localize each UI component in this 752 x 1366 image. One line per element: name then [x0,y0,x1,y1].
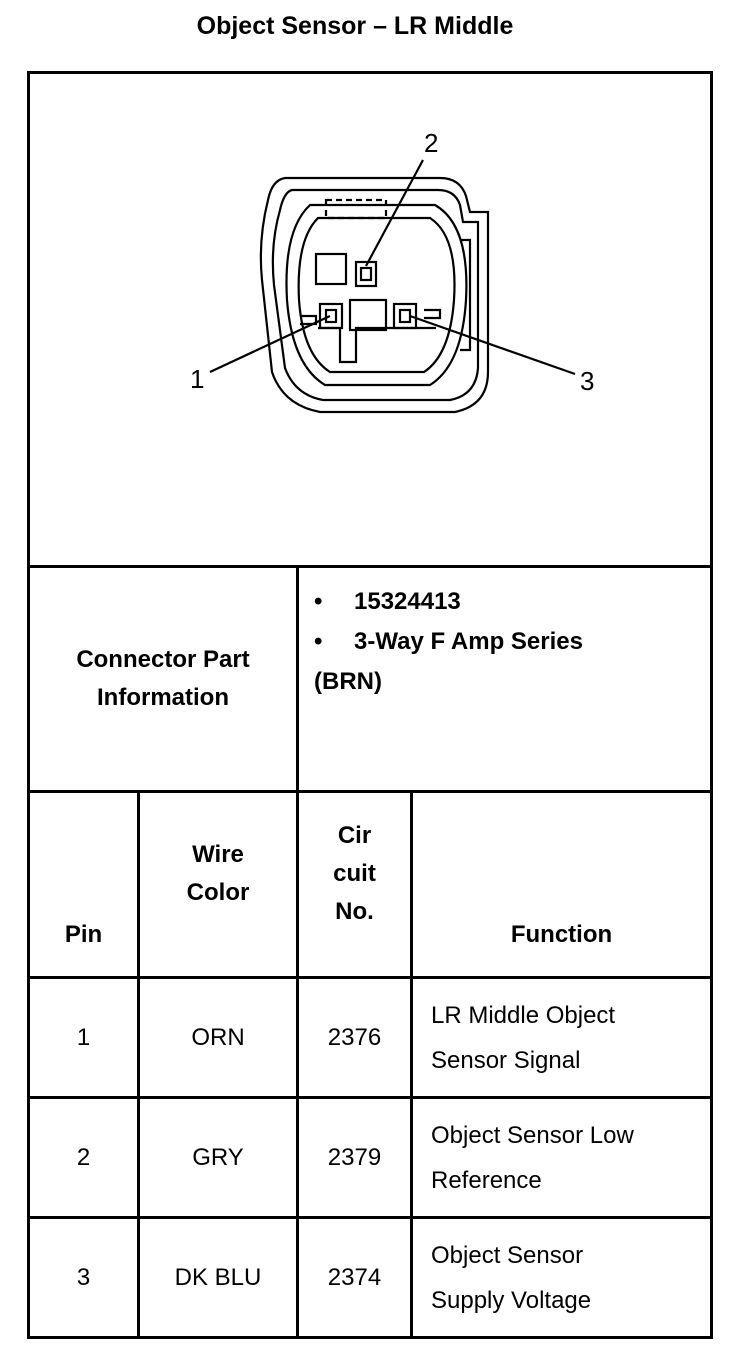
pin-1-cavity [318,302,344,330]
row-3-wire-color: DK BLU [174,1263,262,1291]
pin-2-cavity [354,260,378,288]
leader-line-2 [365,159,424,267]
row-1-circuit: 2376 [327,1023,382,1051]
connector-side-rib-right [424,308,442,320]
row-1-pin: 1 [76,1023,91,1051]
header-circuit-no: Cir cuit No. [299,793,410,976]
right-border [710,71,713,1339]
connector-top-latch [324,198,388,220]
leader-line-3 [409,314,576,376]
row-2-function-line-2: Reference [431,1166,542,1194]
header-wire-color: Wire Color [140,793,296,976]
pin-3-terminal [398,308,412,324]
divider-diagram [27,565,713,568]
row-1-function-line-1: LR Middle Object [431,1001,616,1029]
header-circuit-line-2: cuit [333,859,376,887]
pin-label-3: 3 [580,366,595,396]
divider-header [27,976,713,979]
row-1-wire-color: ORN [191,1023,245,1051]
connector-outer-shell [259,176,490,414]
part-number: 15324413 [354,588,461,615]
divider-col-circuit [410,790,413,1339]
series-item: • 3-Way F Amp Series [314,622,710,662]
bullet: • [314,588,323,615]
row-2-circuit: 2379 [327,1143,382,1171]
connector-inner-shell [271,188,480,402]
divider-row-1 [27,1096,713,1099]
divider-col-wire [296,790,299,1339]
row-3-function-line-2: Supply Voltage [431,1286,592,1314]
connector-housing-1 [285,203,468,387]
header-pin: Pin [64,921,103,948]
keyway-slot [314,252,348,286]
row-2-pin: 2 [76,1143,91,1171]
row-3-pin: 3 [76,1263,91,1291]
header-wire-color-line-2: Color [186,878,250,906]
part-number-item: • 15324413 [314,582,710,622]
connector-info-label-line-1: Connector Part [76,646,250,673]
divider-info-col [296,565,299,793]
center-key [348,298,388,332]
connector-info-label-line-2: Information [97,684,229,711]
row-3-circuit: 2374 [327,1263,382,1291]
header-circuit-line-3: No. [335,897,374,925]
connector-info-details: • 15324413 • 3-Way F Amp Series (BRN) [314,582,710,702]
connector-right-tab [460,238,472,352]
series-name: 3-Way F Amp Series [354,628,583,655]
divider-connector-info [27,790,713,793]
row-1-function-line-2: Sensor Signal [431,1046,581,1074]
connector-side-rib-left [300,314,318,326]
pin-1-terminal [324,308,338,324]
connector-housing-2 [297,216,456,374]
connector-lower-key [318,326,436,364]
row-2-wire-color: GRY [192,1143,244,1171]
leader-line-1 [209,315,331,373]
header-wire-color-line-1: Wire [192,840,244,868]
row-3-function-line-1: Object Sensor [431,1241,584,1269]
bullet: • [314,628,323,655]
pin-2-terminal [359,266,373,282]
page-title: Object Sensor – LR Middle [196,12,514,40]
table-frame [27,71,713,1339]
connector-info-label: Connector Part Information [30,568,296,790]
header-circuit-line-1: Cir [337,821,372,849]
divider-col-pin [137,790,140,1339]
pin-label-1: 1 [190,364,205,394]
pin-3-cavity [392,302,418,330]
header-function: Function [510,921,613,948]
series-color: (BRN) [314,668,382,695]
row-2-function-line-1: Object Sensor Low [431,1121,634,1149]
divider-row-2 [27,1216,713,1219]
connector-diagram [209,159,576,414]
pin-label-2: 2 [424,128,439,158]
